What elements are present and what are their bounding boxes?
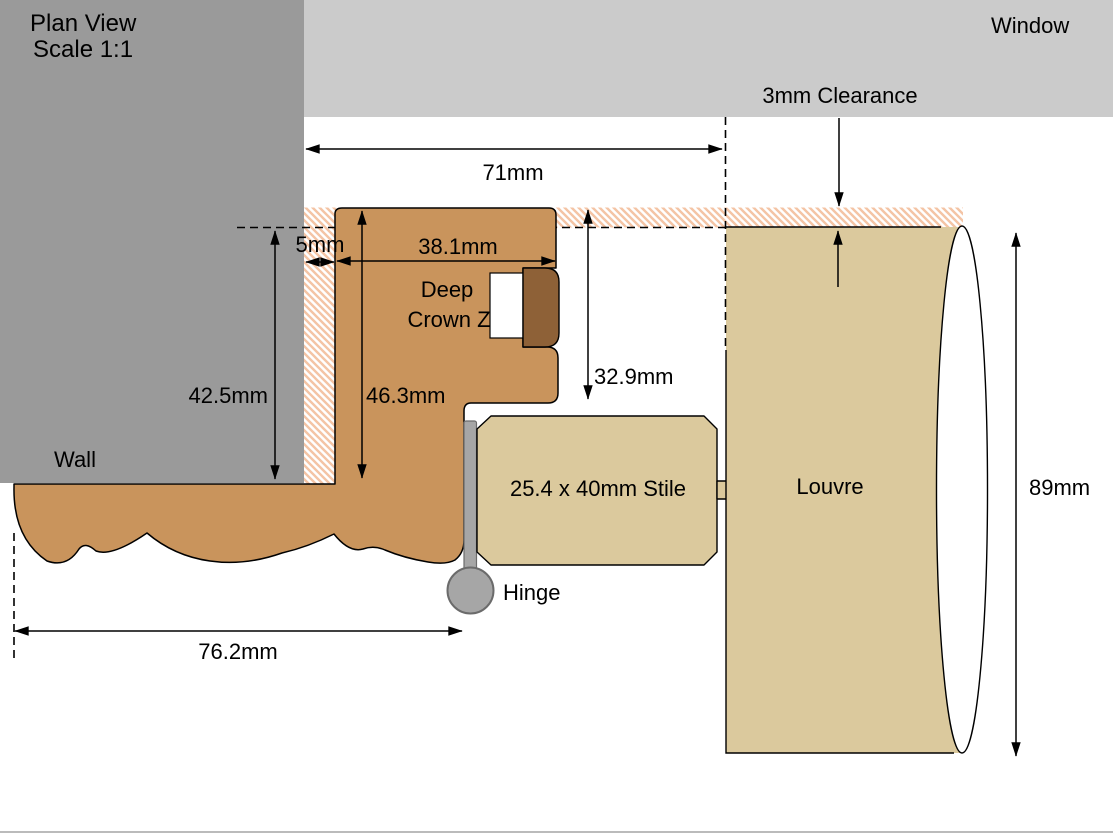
- dim-frame-projection: 32.9mm: [594, 364, 673, 389]
- dim-wall-return: 42.5mm: [189, 383, 268, 408]
- stile: [476, 415, 718, 566]
- window-head: [304, 0, 1113, 117]
- dim-frame-to-window: 71mm: [482, 160, 543, 185]
- clearance-label: 3mm Clearance: [762, 83, 917, 108]
- frame-label-line1: Deep: [421, 277, 474, 302]
- page-title-line1: Plan View: [30, 10, 137, 37]
- dim-frame-depth: 46.3mm: [366, 383, 445, 408]
- frame-label-line2: Crown Z: [407, 307, 490, 332]
- louvre-outline: [725, 226, 954, 754]
- dim-frame-face: 38.1mm: [418, 234, 497, 259]
- stile-label: 25.4 x 40mm Stile: [510, 476, 686, 501]
- dim-architrave-width: 76.2mm: [198, 639, 277, 664]
- louvre-label: Louvre: [796, 474, 863, 499]
- dim-louvre-depth: 89mm: [1029, 475, 1090, 500]
- dim-wall-gap: 5mm: [296, 232, 345, 257]
- clearance-hatch-vertical: [304, 207, 335, 484]
- hinge-pin: [463, 420, 478, 574]
- stile-tenon: [716, 480, 728, 500]
- deep-crown-z-frame: [13, 207, 559, 564]
- z-clip: [522, 267, 560, 348]
- louvre-rounded-edge: [935, 225, 989, 754]
- louvre-blade: [726, 227, 962, 753]
- frame-slot: [489, 272, 524, 339]
- hinge-label: Hinge: [503, 580, 560, 605]
- hinge-knuckle: [446, 566, 495, 615]
- page-title-line2: Scale 1:1: [33, 36, 133, 63]
- wall-block: [0, 0, 304, 483]
- window-label: Window: [991, 13, 1069, 38]
- wall-label: Wall: [54, 447, 96, 472]
